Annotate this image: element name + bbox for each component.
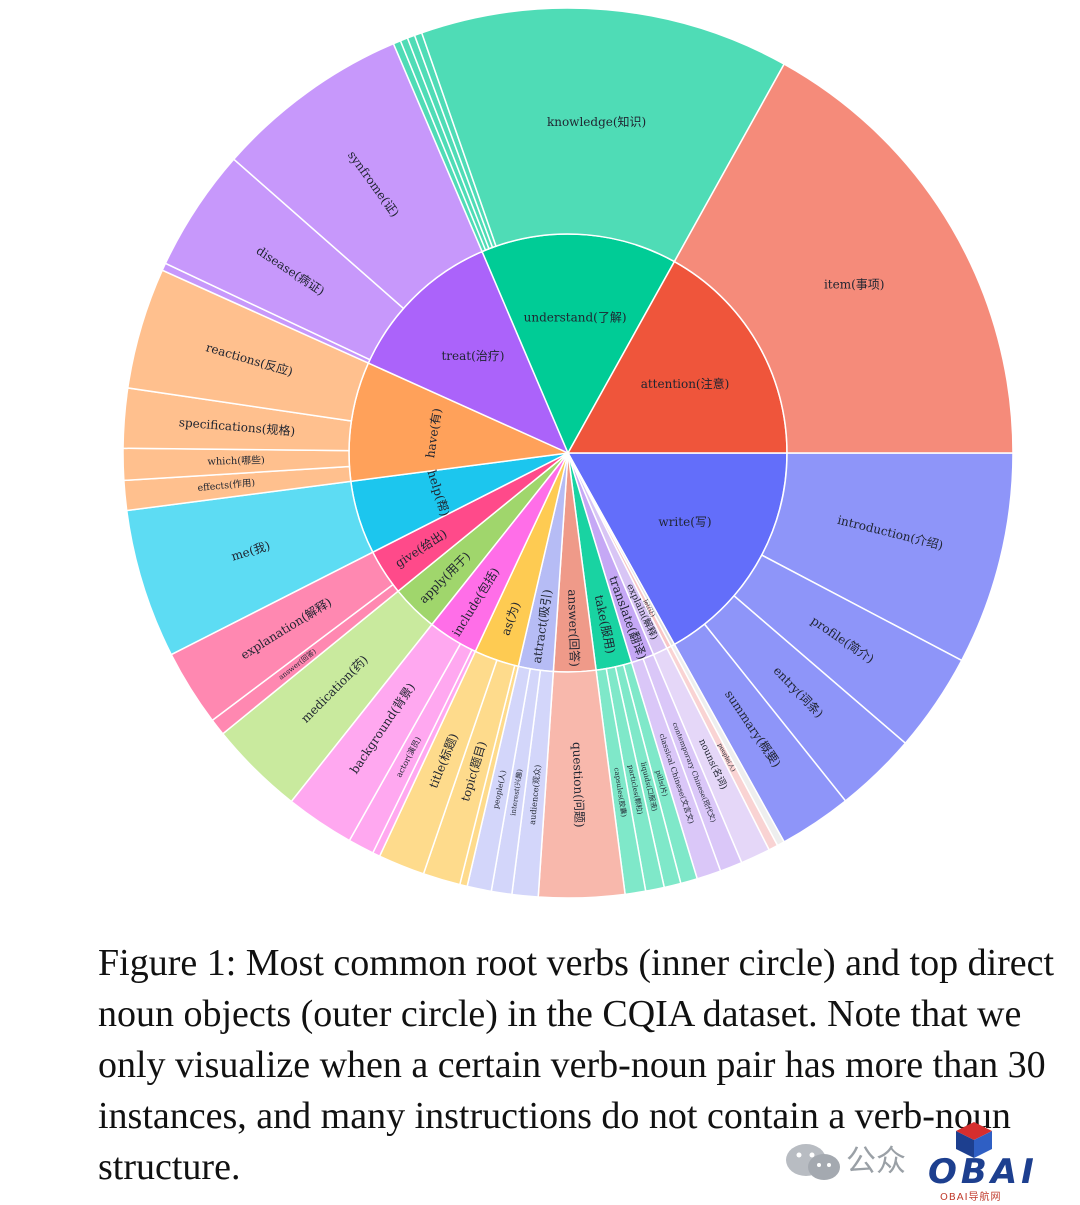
outer-label-effects-27: effects(作用) [197,477,256,494]
wechat-icon [786,1144,840,1180]
inner-label-treat-14: treat(治疗) [441,349,504,363]
inner-ring [348,233,788,673]
figure-caption: Figure 1: Most common root verbs (inner … [98,942,1055,1188]
watermark-text: 公众 [846,1144,906,1179]
outer-sector-item-39[interactable] [673,63,1014,454]
outer-label-knowledge-38: knowledge(知识) [547,115,646,129]
outer-label-which-28: which(哪些) [207,453,265,467]
sunburst-chart: write(写)let(让)explain(解释)translate(翻译)ta… [122,7,1014,899]
watermark: 公众 OBAI OBAI导航网 [780,1118,1050,1203]
outer-label-item-39: item(事项) [824,278,885,292]
watermark-subtext: OBAI导航网 [940,1192,1002,1203]
outer-ring [122,7,1014,899]
inner-label-write-0: write(写) [658,515,711,529]
outer-sector-knowledge-38[interactable] [420,7,786,263]
cube-logo-icon [956,1122,992,1158]
watermark-logo: OBAI [928,1152,1038,1192]
inner-label-understand-15: understand(了解) [524,310,627,324]
outer-label-question-13: question(问题) [570,742,587,828]
inner-label-answer-6: answer(回答) [565,589,582,667]
inner-label-attention-16: attention(注意) [641,376,730,391]
